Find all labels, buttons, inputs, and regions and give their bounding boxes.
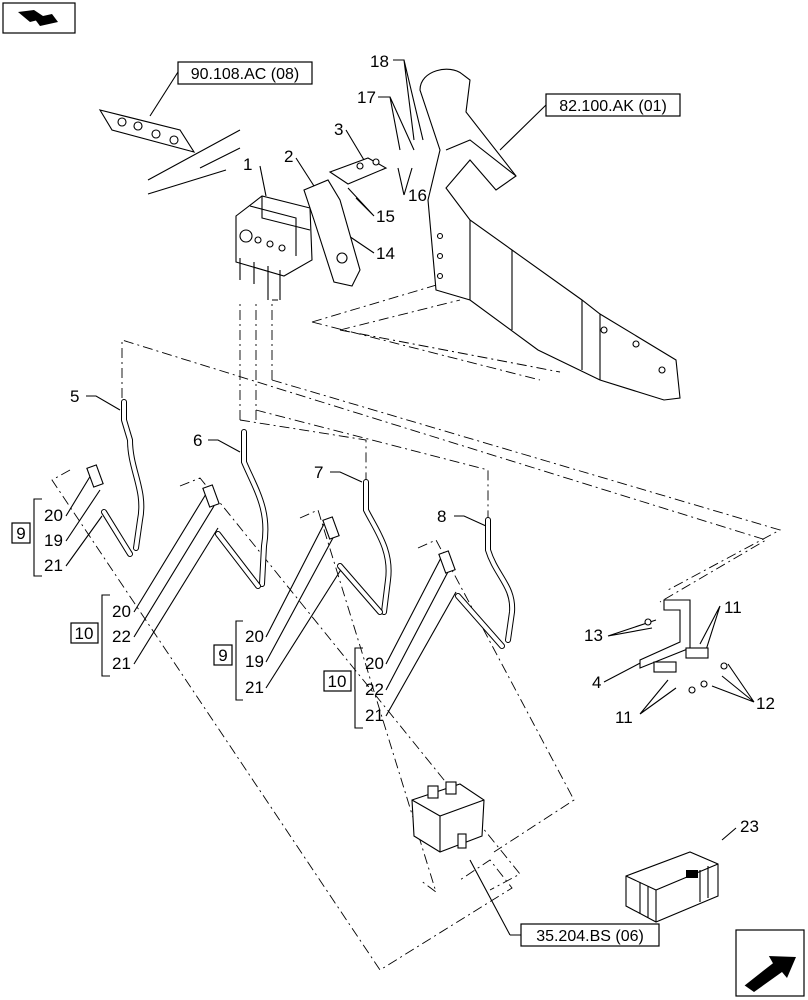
callout-11-top: 11	[724, 598, 742, 617]
reference-label: 90.108.AC (08)	[191, 66, 300, 83]
svg-text:9: 9	[218, 646, 227, 665]
callout-7: 7	[314, 463, 323, 482]
callout-20: 20	[245, 627, 264, 646]
callout-16: 16	[408, 186, 427, 205]
callout-15: 15	[376, 207, 395, 226]
kit-crate	[625, 851, 719, 923]
callout-20: 20	[112, 602, 131, 621]
hose-7	[337, 479, 392, 615]
decal-strip	[98, 109, 196, 153]
callout-20: 20	[365, 654, 384, 673]
callout-17: 17	[357, 88, 376, 107]
reference-82-100-ak[interactable]: 82.100.AK (01)	[545, 93, 681, 117]
callout-18: 18	[370, 52, 389, 71]
callout-2: 2	[284, 147, 293, 166]
callout-22: 22	[365, 680, 384, 699]
callout-22: 22	[112, 627, 131, 646]
group-10-box-left: 10	[70, 594, 110, 677]
hydraulic-valve	[411, 781, 485, 853]
routing-lines	[51, 129, 782, 971]
group-10-box-right: 10	[323, 647, 363, 729]
mounting-bracket	[303, 157, 388, 287]
callout-4: 4	[592, 673, 601, 692]
callout-5: 5	[70, 387, 79, 406]
callout-3: 3	[334, 120, 343, 139]
hose-6	[215, 429, 269, 589]
reference-90-108-ac[interactable]: 90.108.AC (08)	[177, 61, 313, 85]
callout-21: 21	[245, 678, 264, 697]
control-block	[235, 195, 313, 300]
group-9-box-mid: 9	[213, 620, 243, 701]
callout-14: 14	[376, 244, 395, 263]
reference-label: 35.204.BS (06)	[536, 928, 644, 945]
loader-frame	[419, 68, 681, 401]
group-9-box-left: 9	[11, 498, 42, 577]
leader-lines	[65, 59, 755, 936]
callout-21: 21	[365, 706, 384, 725]
callout-6: 6	[193, 431, 202, 450]
manual-book-icon[interactable]	[2, 2, 76, 34]
callouts: 1 2 3 4 5 6 7 8 11 11 12 13 14 15 16 17 …	[44, 52, 775, 836]
svg-text:10: 10	[75, 624, 94, 643]
callout-13: 13	[584, 626, 603, 645]
callout-21: 21	[44, 556, 63, 575]
quick-couplers	[86, 464, 456, 574]
callout-21: 21	[112, 654, 131, 673]
callout-12: 12	[756, 694, 775, 713]
svg-text:9: 9	[16, 524, 25, 543]
hose-8	[455, 517, 516, 649]
callout-20: 20	[44, 506, 63, 525]
svg-text:10: 10	[328, 672, 347, 691]
hose-5	[101, 399, 145, 557]
reference-35-204-bs[interactable]: 35.204.BS (06)	[520, 923, 660, 947]
callout-19: 19	[245, 652, 264, 671]
callout-11-bottom: 11	[615, 708, 633, 727]
coupler-bracket	[639, 599, 728, 694]
callout-19: 19	[44, 531, 63, 550]
reference-label: 82.100.AK (01)	[559, 98, 667, 115]
callout-8: 8	[437, 507, 446, 526]
next-page-arrow-icon[interactable]	[735, 929, 805, 997]
callout-23: 23	[740, 817, 759, 836]
callout-1: 1	[243, 155, 252, 174]
